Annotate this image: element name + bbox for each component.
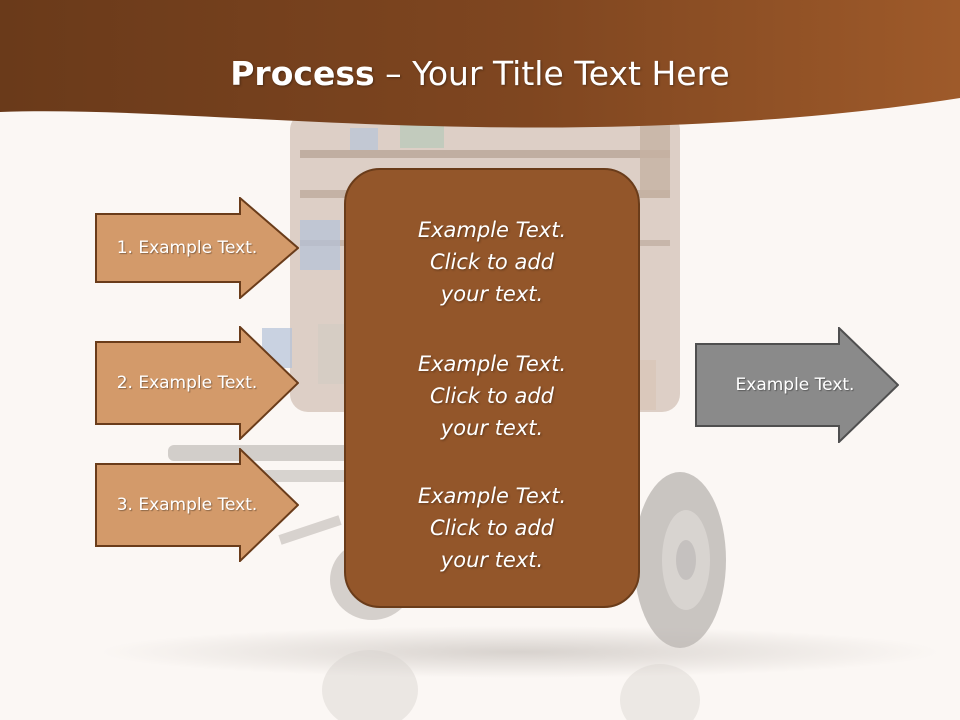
arrow-shape (95, 197, 299, 299)
center-block-3-line-3: your text. (440, 548, 544, 572)
left-arrow-1[interactable]: 1. Example Text. (95, 197, 299, 299)
left-arrow-1-label: 1. Example Text. (116, 238, 258, 258)
arrow-shape (95, 326, 299, 440)
title-bold: Process (230, 54, 375, 93)
center-block-2: Example Text. Click to add your text. (346, 348, 638, 444)
center-block-2-line-2: Click to add (429, 384, 554, 408)
title-rest: – Your Title Text Here (374, 54, 730, 93)
right-arrow-label: Example Text. (735, 375, 855, 395)
left-arrow-3-label: 3. Example Text. (116, 495, 258, 515)
center-block-2-line-3: your text. (440, 416, 544, 440)
left-arrow-2[interactable]: 2. Example Text. (95, 326, 299, 440)
right-arrow[interactable]: Example Text. (695, 327, 899, 443)
center-block-3-line-1: Example Text. (417, 484, 567, 508)
center-block-2-line-1: Example Text. (417, 352, 567, 376)
center-block-1-line-2: Click to add (429, 250, 554, 274)
left-arrow-3[interactable]: 3. Example Text. (95, 448, 299, 562)
center-block-1-line-1: Example Text. (417, 218, 567, 242)
header-band (0, 0, 960, 128)
center-text-box[interactable]: Example Text. Click to add your text. Ex… (344, 168, 640, 608)
arrow-shape (695, 327, 899, 443)
page-title: Process – Your Title Text Here (0, 50, 960, 98)
center-block-1-line-3: your text. (440, 282, 544, 306)
arrow-shape (95, 448, 299, 562)
left-arrow-2-label: 2. Example Text. (116, 373, 258, 393)
center-block-3-line-2: Click to add (429, 516, 554, 540)
center-block-1: Example Text. Click to add your text. (346, 214, 638, 310)
center-block-3: Example Text. Click to add your text. (346, 480, 638, 576)
